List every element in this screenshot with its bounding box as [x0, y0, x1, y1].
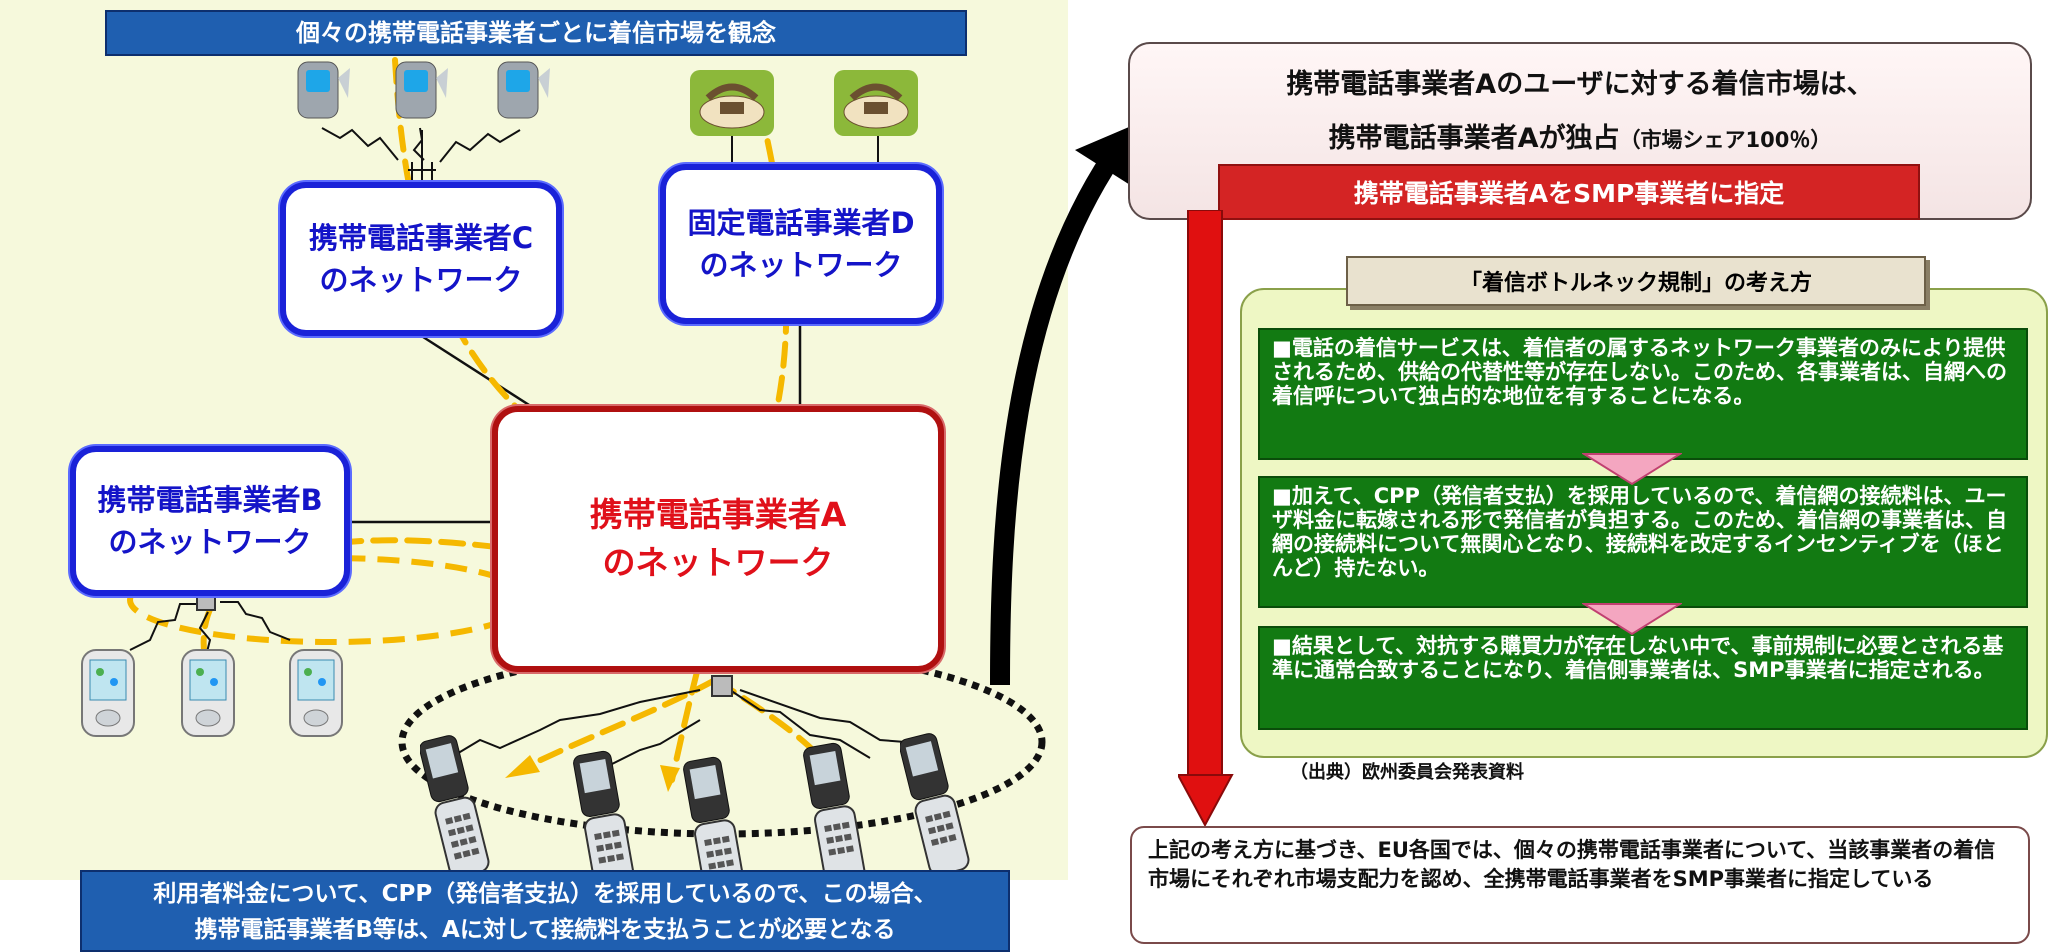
top-conclusion-line2-main: 携帯電話事業者Aが独占	[1328, 123, 1620, 154]
network-b-label: のネットワーク	[108, 525, 312, 559]
mobile-phone-icon	[490, 58, 550, 122]
top-conclusion-line1: 携帯電話事業者Aのユーザに対する着信市場は、	[1286, 69, 1874, 100]
concept-tag: 「着信ボトルネック規制」の考え方	[1346, 256, 1926, 306]
network-c-label: のネットワーク	[319, 263, 523, 297]
smp-designation-bar: 携帯電話事業者AをSMP事業者に指定	[1218, 164, 1920, 220]
network-d-box: 固定電話事業者D のネットワーク	[660, 164, 942, 324]
network-d-label: のネットワーク	[699, 248, 903, 282]
network-c-box: 携帯電話事業者C のネットワーク	[280, 182, 562, 336]
link-c-a	[419, 333, 541, 414]
flow-triangle-icon	[1582, 453, 1682, 486]
top-conclusion-line2: 携帯電話事業者Aが独占（市場シェア100％）	[1130, 116, 2030, 155]
flip-phone-icon	[420, 730, 490, 880]
bottom-conclusion: 上記の考え方に基づき、EU各国では、個々の携帯電話事業者について、当該事業者の着…	[1130, 826, 2030, 944]
smartphone-icon	[80, 648, 136, 738]
network-a-name: 携帯電話事業者A	[589, 495, 847, 534]
flip-phone-icon	[800, 738, 870, 888]
network-a-label: のネットワーク	[602, 543, 834, 582]
flow-triangle-icon	[1582, 603, 1682, 636]
source-note: （出典）欧州委員会発表資料	[1290, 762, 1524, 783]
top-banner: 個々の携帯電話事業者ごとに着信市場を観念	[105, 10, 967, 56]
network-b-box: 携帯電話事業者B のネットワーク	[70, 446, 350, 596]
smartphone-icon	[180, 648, 236, 738]
bottom-banner: 利用者料金について、CPP（発信者支払）を採用しているので、この場合、 携帯電話…	[80, 870, 1010, 952]
network-b-name: 携帯電話事業者B	[97, 483, 323, 517]
landline-phone-icon	[690, 70, 774, 136]
mobile-phone-icon	[290, 58, 350, 122]
radio-waves	[129, 127, 931, 771]
bottom-banner-line2: 携帯電話事業者B等は、Aに対して接続料を支払うことが必要となる	[194, 917, 896, 943]
concept-point-2: ■加えて、CPP（発信者支払）を採用しているので、着信網の接続料は、ユーザ料金に…	[1258, 476, 2028, 608]
bottom-banner-line1: 利用者料金について、CPP（発信者支払）を採用しているので、この場合、	[153, 881, 937, 907]
landline-phone-icon	[834, 70, 918, 136]
network-d-name: 固定電話事業者D	[687, 206, 915, 240]
smartphone-icon	[288, 648, 344, 738]
network-a-box: 携帯電話事業者A のネットワーク	[492, 406, 944, 672]
top-conclusion-line2-note: （市場シェア100％）	[1619, 128, 1832, 152]
concept-point-1: ■電話の着信サービスは、着信者の属するネットワーク事業者のみにより提供されるため…	[1258, 328, 2028, 460]
concept-point-3: ■結果として、対抗する購買力が存在しない中で、事前規制に必要とされる基準に通常合…	[1258, 626, 2028, 730]
down-arrow	[1178, 210, 1234, 828]
mobile-phone-icon	[388, 58, 448, 122]
network-c-name: 携帯電話事業者C	[308, 221, 534, 255]
flip-phone-icon	[900, 728, 970, 878]
